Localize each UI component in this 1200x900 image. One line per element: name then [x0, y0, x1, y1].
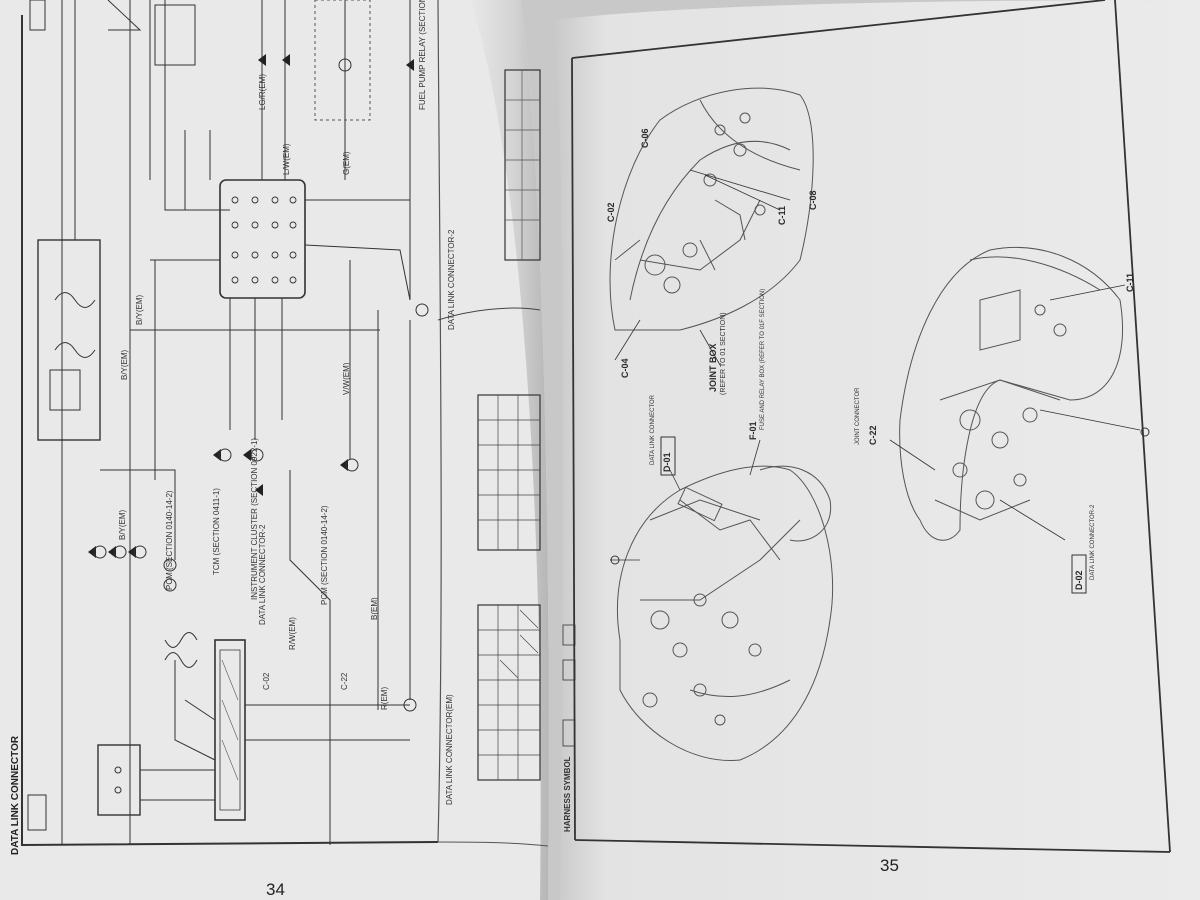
- wire-code: LG/R(EM): [258, 74, 267, 110]
- tcm-label: TCM (SECTION 0411-1): [212, 488, 221, 575]
- left-page: [0, 0, 549, 900]
- wire-code: G(EM): [342, 151, 351, 175]
- data-link-connector-2: [214, 639, 246, 821]
- fuse-relay-note: FUSE AND RELAY BOX (REFER TO 01F SECTION…: [760, 288, 766, 430]
- connector-1-id: C-02: [262, 672, 271, 690]
- c11a-label: C-11: [777, 205, 787, 225]
- wire-code: R/W(EM): [288, 617, 297, 650]
- right-page: [555, 0, 1200, 900]
- connector-face-1: [477, 394, 541, 551]
- data-link-1-note: DATA LINK CONNECTOR: [650, 394, 656, 465]
- wire-code: B/Y(EM): [120, 349, 129, 380]
- data-link-2-label: D-02: [1074, 570, 1084, 590]
- right-page-number: 35: [880, 856, 899, 875]
- pcm-label-2: PCM (SECTION 0140-14-2): [320, 505, 329, 605]
- connector-title-2: DATA LINK CONNECTOR-2: [447, 229, 456, 330]
- connector-title-1: DATA LINK CONNECTOR-2: [258, 524, 267, 625]
- footer-label: DATA LINK CONNECTOR(EM): [445, 694, 454, 805]
- data-link-2-note: DATA LINK CONNECTOR-2: [1090, 504, 1096, 580]
- c11b-label: C-11: [1125, 272, 1135, 292]
- c08-label: C-08: [808, 190, 818, 210]
- fuse-box: [97, 744, 141, 816]
- joint-connector-label: C-22: [868, 425, 878, 445]
- joint-box-label: JOINT BOX: [708, 343, 718, 392]
- wire-code: B/Y(EM): [118, 509, 127, 540]
- fuel-pump-label: FUEL PUMP RELAY (SECTION 0211-1): [418, 0, 427, 110]
- c06-label: C-06: [640, 128, 650, 148]
- connector-face-2: [477, 604, 541, 781]
- fuse-relay-label: F-01: [748, 421, 758, 440]
- wire-code: B(EM): [370, 597, 379, 620]
- connector-2-id: C-22: [340, 672, 349, 690]
- harness-symbol-label: HARNESS SYMBOL: [563, 756, 572, 832]
- wire-code: L/W(EM): [282, 143, 291, 175]
- wire-code: B/Y(EM): [135, 294, 144, 325]
- data-link-1-label: D-01: [662, 452, 672, 472]
- c02-label: C-02: [606, 202, 616, 222]
- c04-label: C-04: [620, 358, 630, 378]
- left-page-number: 34: [266, 880, 285, 899]
- instrument-cluster-label: INSTRUMENT CLUSTER (SECTION 0922-1): [250, 437, 259, 600]
- pcm-label-1: PCM (SECTION 0140-14-2): [165, 490, 174, 590]
- wire-code: R(EM): [380, 686, 389, 710]
- relay-box: [37, 239, 101, 441]
- wire-code: V/W(EM): [342, 362, 351, 395]
- section-title: DATA LINK CONNECTOR: [10, 735, 21, 855]
- joint-box-note: (REFER TO 01 SECTION): [720, 312, 727, 395]
- joint-connector-note: JOINT CONNECTOR: [855, 387, 861, 445]
